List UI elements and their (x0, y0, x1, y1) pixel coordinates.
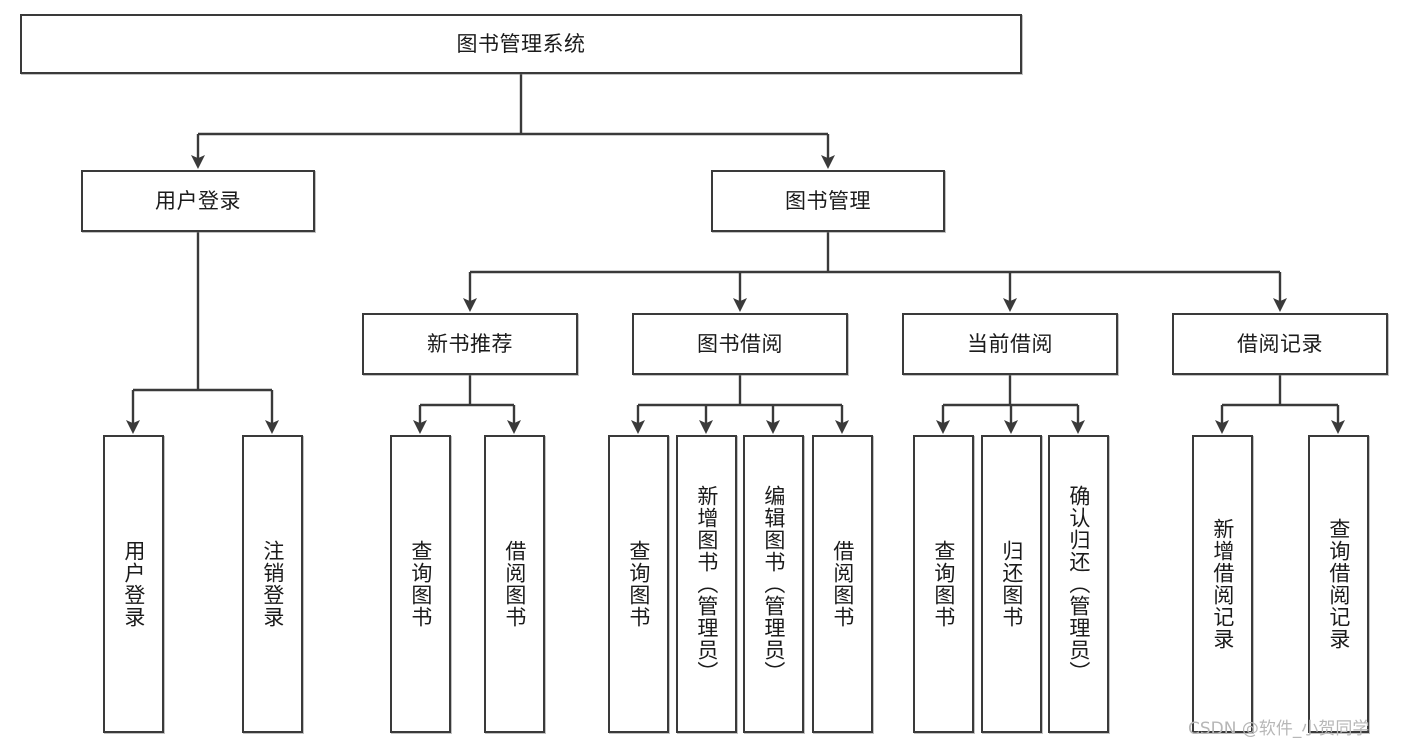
leaf-node-logout[interactable]: 注销登录 (242, 435, 303, 733)
node-label: 编辑图书（管理员） (761, 485, 786, 683)
node-label: 新书推荐 (427, 331, 513, 356)
leaf-node-borrow-book[interactable]: 借阅图书 (812, 435, 873, 733)
leaf-node-query-book-recommend[interactable]: 查询图书 (390, 435, 451, 733)
node-label: 图书管理 (785, 188, 871, 213)
leaf-node-borrow-book-recommend[interactable]: 借阅图书 (484, 435, 545, 733)
leaf-node-return-book[interactable]: 归还图书 (981, 435, 1042, 733)
node-label: 新增借阅记录 (1210, 518, 1235, 650)
leaf-node-query-book-borrow[interactable]: 查询图书 (608, 435, 669, 733)
node-label: 注销登录 (260, 540, 285, 628)
leaf-node-add-borrow-record[interactable]: 新增借阅记录 (1192, 435, 1253, 733)
node-label: 图书管理系统 (456, 31, 586, 56)
edge-records-to-leaves (1215, 375, 1345, 434)
node-label: 图书借阅 (697, 331, 783, 356)
node-user-login[interactable]: 用户登录 (81, 170, 315, 232)
node-label: 用户登录 (121, 540, 146, 628)
leaf-node-confirm-return-admin[interactable]: 确认归还（管理员） (1048, 435, 1109, 733)
edge-current-to-leaves (936, 375, 1085, 434)
node-label: 确认归还（管理员） (1066, 485, 1091, 683)
leaf-node-query-borrow-record[interactable]: 查询借阅记录 (1308, 435, 1369, 733)
node-label: 借阅记录 (1237, 331, 1323, 356)
leaf-node-add-book-admin[interactable]: 新增图书（管理员） (676, 435, 737, 733)
node-label: 新增图书（管理员） (694, 485, 719, 683)
node-label: 查询图书 (931, 540, 956, 628)
node-label: 借阅图书 (502, 540, 527, 628)
node-new-book-recommend[interactable]: 新书推荐 (362, 313, 578, 375)
node-borrow-records[interactable]: 借阅记录 (1172, 313, 1388, 375)
leaf-node-user-login[interactable]: 用户登录 (103, 435, 164, 733)
node-book-management[interactable]: 图书管理 (711, 170, 945, 232)
leaf-node-query-book-current[interactable]: 查询图书 (913, 435, 974, 733)
edge-newbooks-to-leaves (413, 375, 521, 434)
edge-login-to-leaves (126, 232, 279, 434)
node-label: 当前借阅 (967, 331, 1053, 356)
edge-books-to-level3 (463, 232, 1287, 312)
node-label: 查询借阅记录 (1326, 518, 1351, 650)
node-current-borrow[interactable]: 当前借阅 (902, 313, 1118, 375)
edge-borrow-to-leaves (631, 375, 849, 434)
edge-root-to-level2 (191, 74, 835, 169)
node-label: 查询图书 (626, 540, 651, 628)
node-label: 借阅图书 (830, 540, 855, 628)
leaf-node-edit-book-admin[interactable]: 编辑图书（管理员） (743, 435, 804, 733)
node-label: 用户登录 (155, 188, 241, 213)
node-label: 查询图书 (408, 540, 433, 628)
node-root-system[interactable]: 图书管理系统 (20, 14, 1022, 74)
node-label: 归还图书 (999, 540, 1024, 628)
node-book-borrow[interactable]: 图书借阅 (632, 313, 848, 375)
